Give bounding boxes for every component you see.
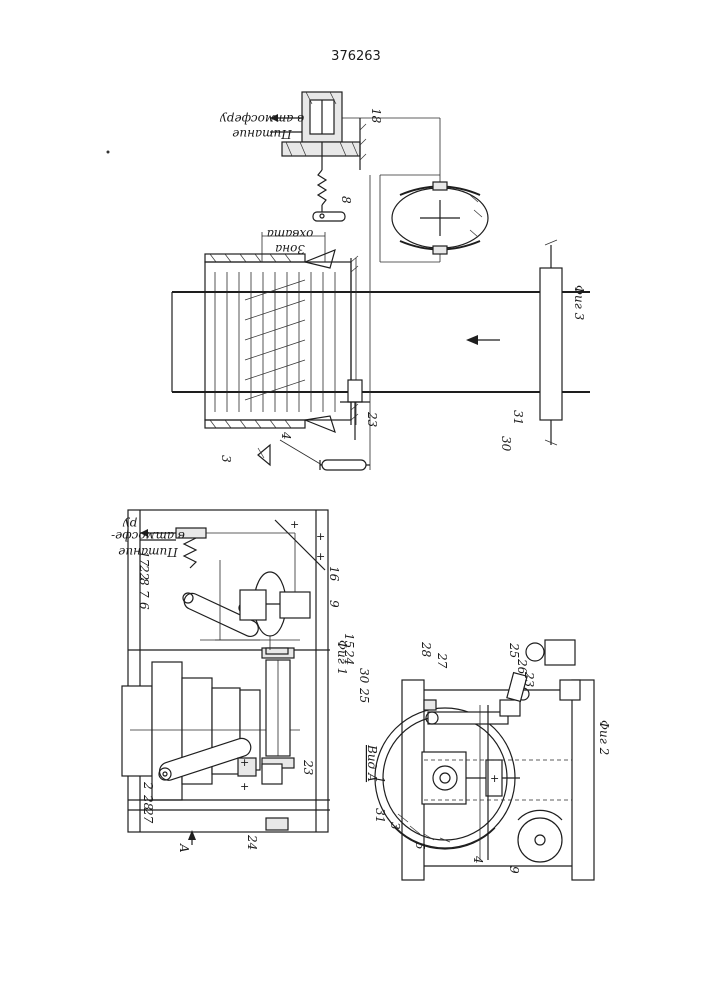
- fig2-label-4: 4: [471, 855, 485, 864]
- figure-2: +: [375, 640, 594, 880]
- fig1-label-17: 17: [137, 551, 151, 567]
- svg-text:+: +: [316, 530, 325, 543]
- fig3-label-8: 8: [339, 196, 353, 204]
- fig1-label-22: 22: [137, 564, 151, 580]
- fig2-label-31: 31: [373, 808, 387, 823]
- fig3-label-4: 4: [279, 431, 293, 440]
- svg-text:+: +: [240, 780, 249, 793]
- fig3-label-31: 31: [511, 410, 525, 425]
- fig1-label-7: 7: [137, 590, 151, 598]
- fig1-label-2: 2: [141, 781, 155, 790]
- fig3-label-23: 23: [365, 411, 379, 428]
- fig2-label-1: 1: [373, 776, 387, 784]
- valve-body: [282, 92, 366, 170]
- svg-text:+: +: [490, 772, 499, 785]
- fig3-zone-label-2: охвата: [267, 227, 314, 241]
- fig3-supply-label-1: Питание: [232, 127, 292, 141]
- fig2-label-23: 23: [522, 671, 536, 688]
- fig1-supply-label-3: ру: [123, 517, 138, 531]
- svg-text:+: +: [240, 756, 249, 769]
- svg-text:+: +: [290, 518, 299, 531]
- fig3-caption: Фиг 3: [572, 285, 586, 321]
- fig3-label-30: 30: [499, 436, 513, 452]
- svg-text:+: +: [316, 550, 325, 563]
- fig3-label-18: 18: [369, 108, 383, 124]
- fig2-label-27: 27: [435, 652, 449, 669]
- fig1-view-marker: A: [177, 843, 191, 853]
- coil-windings: [205, 262, 351, 420]
- fig1-label-24-bottom: 24: [245, 834, 259, 850]
- fig1-label-15: 15: [342, 633, 356, 648]
- fig3-zone-label-1: Зона: [275, 242, 305, 256]
- fig3-label-3: 3: [219, 455, 233, 463]
- patent-number: 376263: [331, 49, 381, 64]
- fig2-label-25: 25: [507, 642, 521, 658]
- fig2-label-9: 9: [507, 866, 521, 874]
- fig1-label-6: 6: [137, 602, 151, 610]
- fig3-supply-label-2: в атмосферу: [220, 112, 304, 126]
- fig1-label-24-top: 24: [342, 649, 356, 665]
- stray-mark: [107, 151, 110, 154]
- fig1-label-25: 25: [357, 687, 371, 703]
- fig2-label-28: 28: [419, 641, 433, 658]
- fig1-label-9: 9: [327, 600, 341, 608]
- fig2-caption: Фиг 2: [597, 720, 611, 755]
- fig1-label-28: 28: [141, 794, 155, 811]
- fig1-label-16: 16: [327, 566, 341, 582]
- fig2-label-5: 5: [413, 842, 427, 850]
- fig1-supply-label-2: в атмосфе-: [111, 529, 185, 543]
- fig1-label-30: 30: [357, 668, 371, 684]
- figure-3: [172, 92, 590, 470]
- fig2-label-3: 3: [388, 822, 402, 830]
- diaphragm-chamber: [392, 182, 488, 254]
- fig1-label-23: 23: [301, 759, 315, 776]
